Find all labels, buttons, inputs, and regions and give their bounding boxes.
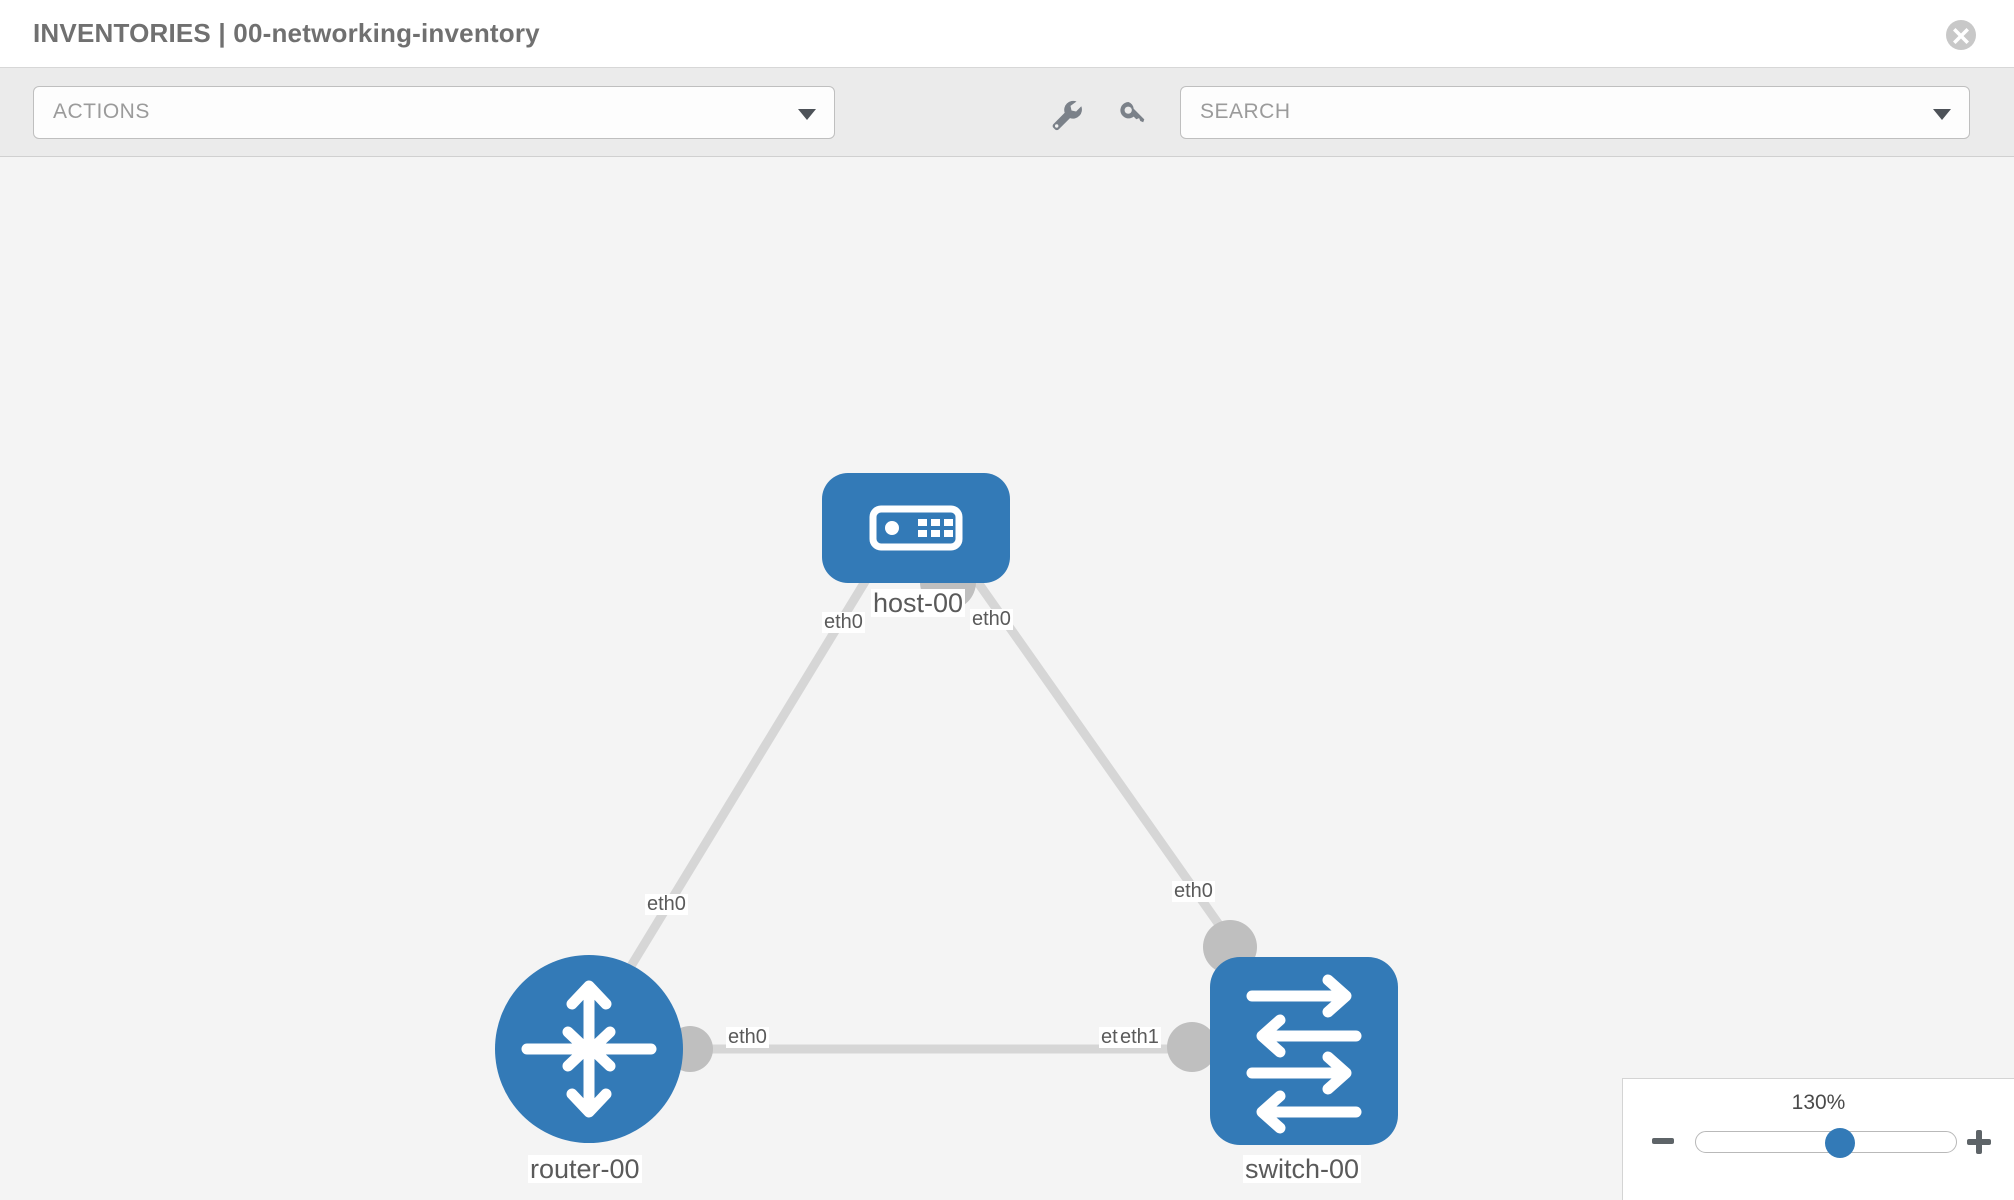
link-label-host-router-dst: eth0 (645, 893, 688, 915)
toolbar: ACTIONS SEARCH (0, 68, 2014, 157)
page-title: INVENTORIES | 00-networking-inventory (33, 18, 540, 48)
switch-arrows-icon (1246, 974, 1362, 1134)
link-label-router-switch-src: eth0 (726, 1026, 769, 1048)
node-host-00[interactable] (822, 473, 1010, 583)
link-label-host-switch-dst: eth0 (1172, 880, 1215, 902)
zoom-level-value: 130% (1791, 1091, 1846, 1114)
node-label-host-00: host-00 (871, 588, 966, 618)
link-host-router[interactable] (596, 554, 884, 1020)
connection-handles (667, 554, 1257, 1072)
wrench-icon[interactable] (1045, 94, 1085, 134)
actions-dropdown[interactable]: ACTIONS (33, 86, 835, 139)
zoom-control-panel: 130% (1622, 1078, 2014, 1200)
link-label-host-router-src: eth0 (822, 611, 865, 633)
close-icon[interactable] (1946, 20, 1976, 50)
node-label-switch-00: switch-00 (1243, 1154, 1362, 1184)
chevron-down-icon (1933, 109, 1951, 120)
chevron-down-icon (798, 109, 816, 120)
node-label-router-00: router-00 (528, 1154, 642, 1184)
actions-dropdown-label: ACTIONS (53, 100, 150, 123)
minus-icon[interactable] (1649, 1127, 1677, 1160)
node-router-00[interactable] (495, 955, 683, 1143)
key-icon[interactable] (1112, 94, 1152, 134)
zoom-slider-thumb[interactable] (1825, 1128, 1855, 1158)
router-arrows-icon (521, 980, 657, 1118)
topology-graph (495, 473, 1398, 1145)
server-icon (869, 505, 963, 551)
link-label-router-switch-dst-b: eth1 (1118, 1026, 1161, 1048)
search-placeholder: SEARCH (1200, 100, 1291, 123)
page-header: INVENTORIES | 00-networking-inventory (0, 0, 2014, 68)
link-label-host-switch-src: eth0 (970, 608, 1013, 630)
node-switch-00[interactable] (1210, 957, 1398, 1145)
handle-switch-left[interactable] (1167, 1022, 1217, 1072)
topology-links (596, 554, 1274, 1054)
zoom-slider-track[interactable] (1695, 1128, 1957, 1158)
topology-canvas[interactable]: host-00 router-00 switch-00 eth0 eth0 et… (0, 157, 2014, 1200)
plus-icon[interactable] (1964, 1127, 1994, 1162)
search-input[interactable]: SEARCH (1180, 86, 1970, 139)
